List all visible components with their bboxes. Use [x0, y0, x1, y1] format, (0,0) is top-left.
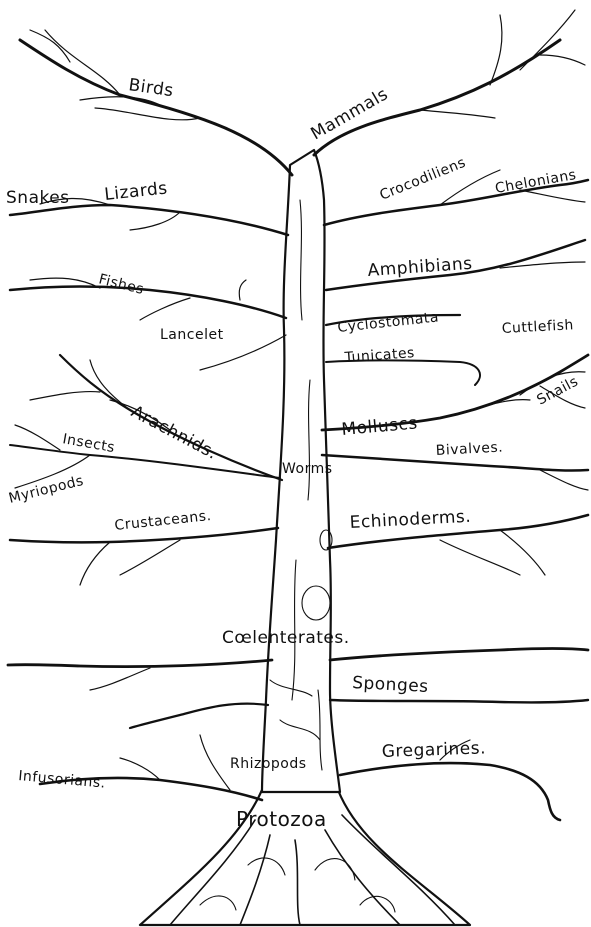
right-branches	[314, 10, 588, 820]
label-snakes: Snakes	[6, 188, 70, 208]
label-crustaceans: Crustaceans.	[114, 508, 212, 534]
label-crocodiliens: Crocodiliens	[378, 155, 469, 204]
label-rhizopods: Rhizopods	[230, 756, 307, 772]
label-cuttlefish: Cuttlefish	[501, 317, 574, 337]
label-fishes: Fishes	[97, 271, 146, 298]
label-lancelet: Lancelet	[160, 327, 224, 343]
label-gregarines: Gregarines.	[381, 738, 486, 762]
label-mammals: Mammals	[308, 84, 392, 144]
label-snails: Snails	[534, 374, 581, 409]
label-bivalves: Bivalves.	[435, 439, 503, 459]
label-cyclostomata: Cyclostomata	[337, 309, 440, 336]
label-coelenterates: Cœlenterates.	[222, 628, 350, 648]
label-protozoa: Protozoa	[236, 807, 327, 831]
label-chelonians: Chelonians	[494, 167, 578, 197]
label-molluscs: Molluscs	[341, 413, 419, 440]
label-arachnids: Arachnids.	[128, 402, 221, 464]
label-lizards: Lizards	[103, 178, 168, 205]
label-tunicates: Tunicates	[343, 345, 415, 366]
label-infusorians: Infusorians.	[18, 768, 107, 792]
label-echinoderms: Echinoderms.	[349, 507, 471, 533]
label-amphibians: Amphibians	[367, 254, 473, 281]
label-worms: Worms	[282, 461, 333, 477]
label-sponges: Sponges	[352, 673, 429, 697]
